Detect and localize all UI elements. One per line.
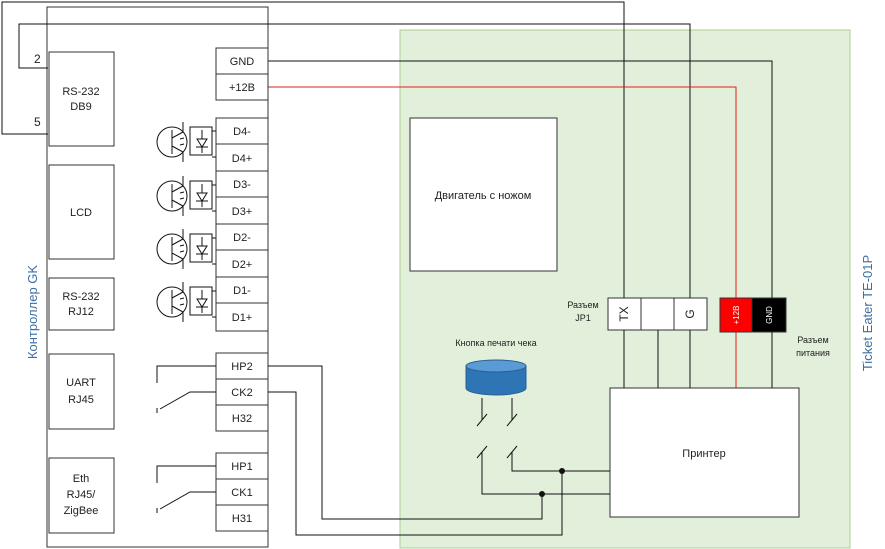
terminal-d2-plus: D2+ — [232, 259, 253, 271]
terminal-ck1: CK1 — [231, 487, 252, 499]
junction-1 — [539, 491, 545, 497]
svg-text:Eth: Eth — [73, 473, 90, 485]
wire-hp2 — [268, 365, 543, 520]
terminal-d4-minus: D4- — [233, 126, 251, 138]
wire-button-b — [511, 452, 610, 472]
wire-ck2 — [268, 391, 563, 536]
module-eth: Eth RJ45/ ZigBee — [48, 457, 115, 534]
jp1-pin-tx: TX — [617, 306, 631, 321]
svg-text:DB9: DB9 — [70, 101, 91, 113]
motor-label: Двигатель с ножом — [435, 190, 532, 202]
terminal-block-inputs: D4- D4+ D3- D3+ D2- D2+ D1- D1+ — [215, 117, 269, 332]
optocoupler-d3 — [156, 176, 216, 216]
optocoupler-d2 — [156, 229, 216, 269]
junction-2 — [559, 468, 565, 474]
terminal-d2-minus: D2- — [233, 232, 251, 244]
motor-box: Двигатель с ножом — [409, 117, 558, 272]
terminal-ck2: CK2 — [231, 387, 252, 399]
module-rs232-rj12: RS-232 RJ12 — [48, 277, 115, 331]
jp1-label-line1: Разъем — [567, 300, 598, 310]
module-rs232-db9: RS-232 DB9 — [48, 51, 115, 147]
print-button-label: Кнопка печати чека — [455, 338, 536, 348]
terminal-d3-minus: D3- — [233, 179, 251, 191]
jp1-pin-g: G — [683, 309, 697, 318]
terminal-h31: H31 — [232, 513, 252, 525]
wire-pin5-to-tx — [1, 1, 625, 300]
terminal-block-relay1: HP1 CK1 H31 — [215, 452, 269, 532]
terminal-block-power: GND +12В — [215, 47, 269, 101]
terminal-hp2: HP2 — [231, 361, 252, 373]
power-connector: +12В GND Разъем питания — [719, 297, 830, 358]
terminal-gnd: GND — [230, 56, 255, 68]
ticket-eater-title: Ticket Eater TE-01P — [860, 255, 875, 371]
terminal-h32: H32 — [232, 413, 252, 425]
module-uart: UART RJ45 — [48, 353, 115, 430]
svg-text:LCD: LCD — [70, 207, 92, 219]
power-label-line1: Разъем — [797, 335, 828, 345]
power-pin-ground — [751, 297, 787, 333]
printer-label: Принтер — [682, 448, 725, 460]
svg-text:RS-232: RS-232 — [62, 291, 99, 303]
svg-text:RJ12: RJ12 — [68, 306, 94, 318]
svg-text:ZigBee: ZigBee — [64, 505, 99, 517]
wire-12v — [268, 86, 737, 300]
wire-gnd — [268, 60, 773, 300]
terminal-d4-plus: D4+ — [232, 153, 253, 165]
power-pin-gnd-label: GND — [765, 306, 774, 324]
jp1-label-line2: JP1 — [575, 313, 591, 323]
wire-button-a — [481, 452, 610, 495]
terminal-d1-plus: D1+ — [232, 312, 253, 324]
terminal-hp1: HP1 — [231, 461, 252, 473]
wire-pin2-to-g — [18, 23, 691, 300]
terminal-d3-plus: D3+ — [232, 206, 253, 218]
relay1-contact — [156, 465, 216, 513]
terminal-block-relay2: HP2 CK2 H32 — [215, 352, 269, 432]
pin-2-label: 2 — [34, 52, 41, 66]
optocoupler-d4 — [156, 122, 216, 162]
terminal-d1-minus: D1- — [233, 285, 251, 297]
svg-text:UART: UART — [66, 377, 96, 389]
controller-title: Контроллер GK — [25, 265, 40, 359]
optocoupler-d1 — [156, 282, 216, 322]
pin-5-label: 5 — [34, 115, 41, 129]
printer-box: Принтер — [609, 387, 800, 518]
svg-text:RJ45/: RJ45/ — [67, 489, 97, 501]
power-pin-positive — [719, 297, 753, 333]
svg-text:RS-232: RS-232 — [62, 86, 99, 98]
module-lcd: LCD — [48, 164, 115, 260]
relay2-contact — [156, 365, 216, 413]
svg-text:RJ45: RJ45 — [68, 394, 94, 406]
print-button: Кнопка печати чека — [455, 338, 537, 459]
terminal-12v: +12В — [229, 82, 255, 94]
power-pin-12v-label: +12В — [732, 306, 741, 325]
wire-jp1-printer — [623, 330, 773, 388]
power-label-line2: питания — [796, 348, 830, 358]
